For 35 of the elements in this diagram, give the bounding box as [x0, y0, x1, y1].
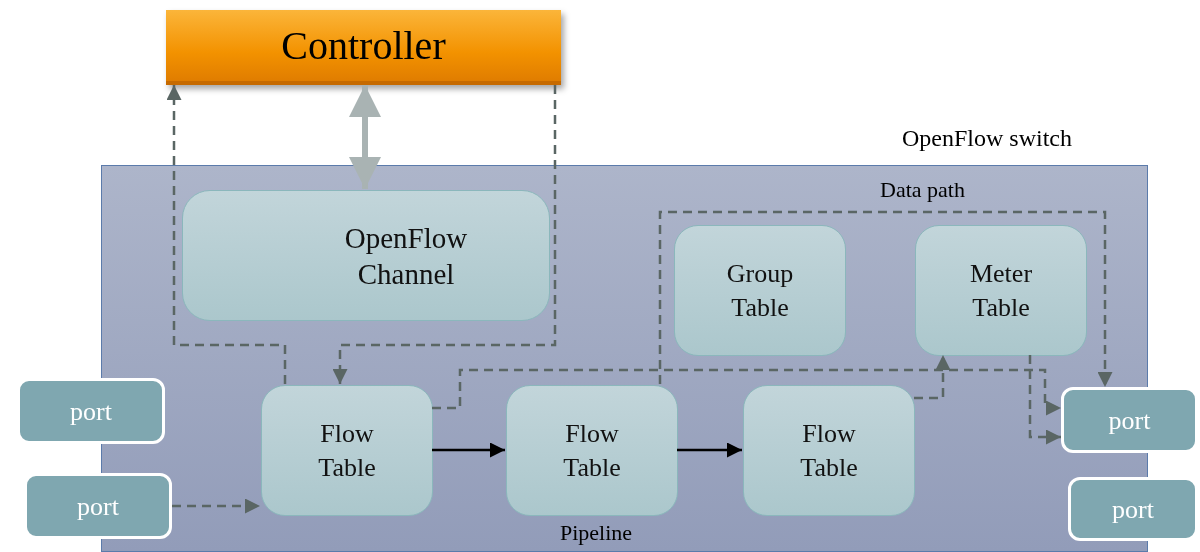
port-box	[17, 378, 165, 444]
dashed-arrow	[1028, 355, 1061, 445]
port-label: port	[70, 395, 112, 428]
dashed-arrow	[432, 368, 1061, 416]
port-box	[24, 473, 172, 539]
arrow	[432, 442, 505, 458]
table-box	[674, 225, 846, 356]
port-label: port	[1112, 493, 1154, 526]
port-label: port	[1108, 404, 1151, 437]
port-box	[1068, 477, 1198, 541]
arrow	[677, 442, 742, 458]
node-label: Meter Table	[968, 257, 1034, 324]
port-label: port	[77, 490, 119, 523]
dashed-arrow	[658, 210, 1113, 387]
channel-box	[182, 190, 550, 321]
controller-box	[166, 10, 561, 85]
node-label: Group Table	[725, 257, 795, 324]
table-box	[743, 385, 915, 516]
node-label: Flow Table	[317, 417, 377, 484]
node-label: OpenFlow Channel	[343, 220, 469, 292]
switch-title: OpenFlow switch	[902, 124, 1072, 153]
table-box	[915, 225, 1087, 356]
dashed-arrow	[332, 85, 557, 384]
table-box	[506, 385, 678, 516]
table-box	[261, 385, 433, 516]
dashed-arrow	[172, 498, 260, 514]
arrow	[348, 85, 382, 189]
node-label: Controller	[281, 21, 446, 70]
port-box	[1061, 387, 1198, 453]
dashed-arrow	[914, 355, 951, 400]
node-label: Flow Table	[799, 417, 859, 484]
node-label: Flow Table	[562, 417, 622, 484]
pipeline-label: Pipeline	[560, 520, 633, 546]
path-label: Data path	[880, 177, 965, 203]
dashed-arrow	[166, 85, 287, 384]
